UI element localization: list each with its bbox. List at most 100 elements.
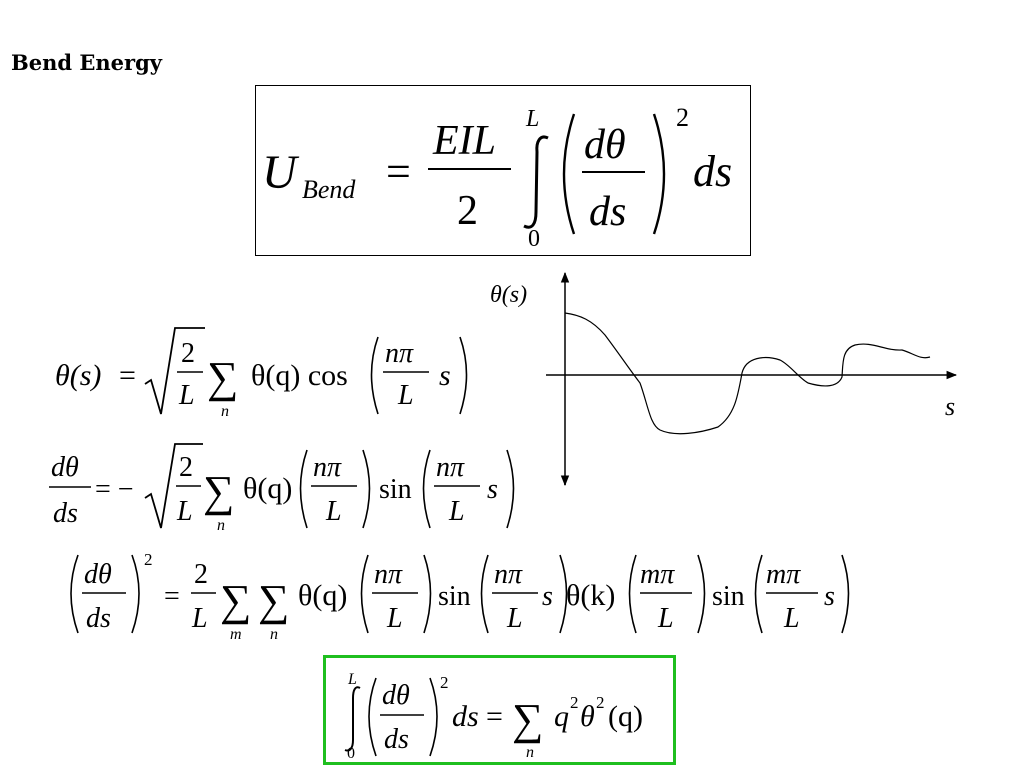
- eq3-p4l: [754, 554, 763, 634]
- eq2-rparen2: [506, 449, 515, 529]
- result-q: q: [554, 700, 569, 733]
- eq2-lhs-den: ds: [53, 498, 78, 529]
- u-symbol: U: [262, 146, 300, 199]
- eq1-sqrt: [144, 327, 205, 415]
- eq2-lhs-num: dθ: [51, 452, 79, 483]
- result-ds: ds: [384, 724, 409, 755]
- integral-sign: [523, 135, 549, 229]
- slide-title: Bend Energy: [11, 50, 162, 75]
- y-axis-label: θ(s): [490, 282, 527, 308]
- eq1-sqrt-num: 2: [181, 338, 195, 369]
- eq3-s2: s: [824, 581, 835, 612]
- theta-expansion-equation: θ(s) = 2 L ∑ n θ(q) cos nπ L s: [55, 322, 475, 422]
- eq3-p4r: [841, 554, 850, 634]
- eq2-frac1-num: nπ: [313, 452, 342, 483]
- result-arg: (q): [608, 700, 643, 733]
- squared-derivative-equation: dθ ds 2 = 2 L ∑ m ∑ n θ(q) nπ L sin nπ L…: [60, 547, 860, 647]
- eq3-f4-num: mπ: [766, 559, 801, 590]
- eq3-f3-num: mπ: [640, 559, 675, 590]
- result-q-power: 2: [570, 693, 579, 712]
- eq2-frac2-den: L: [448, 496, 465, 527]
- eq2-rparen1: [362, 449, 371, 529]
- eq3-equals: =: [164, 581, 180, 612]
- result-box: L 0 dθ ds 2 ds = ∑ n q 2 θ 2 (q): [323, 655, 676, 765]
- eq3-p2r: [559, 554, 568, 634]
- eq3-p2l: [480, 554, 489, 634]
- eq2-sum-sign: ∑: [203, 467, 234, 516]
- right-paren: [652, 113, 666, 235]
- eq2-equals: = −: [95, 474, 134, 505]
- integral-upper: L: [525, 106, 539, 132]
- eq1-sum-sign: ∑: [207, 353, 238, 402]
- eq2-lparen2: [422, 449, 431, 529]
- left-paren: [562, 113, 576, 235]
- eq2-body: θ(q): [243, 472, 292, 505]
- eq3-s1: s: [542, 581, 553, 612]
- result-equals: =: [486, 700, 503, 733]
- eq3-theta-q: θ(q): [298, 579, 347, 612]
- eq3-f2-num: nπ: [494, 559, 523, 590]
- numerator-eil: EIL: [432, 118, 496, 164]
- d-theta: dθ: [584, 122, 626, 168]
- result-dtheta: dθ: [382, 680, 410, 711]
- eq2-sum-sub: n: [217, 517, 225, 534]
- eq2-frac2-num: nπ: [436, 452, 465, 483]
- eq3-sum1-sign: ∑: [220, 576, 251, 625]
- eq1-body: θ(q) cos: [251, 359, 348, 392]
- eq1-lparen: [370, 336, 379, 415]
- result-theta-power: 2: [596, 693, 605, 712]
- eq2-lparen1: [299, 449, 308, 529]
- eq2-sqrt-den: L: [176, 496, 193, 527]
- eq3-sum2-sign: ∑: [258, 576, 289, 625]
- eq2-sqrt-num: 2: [179, 452, 193, 483]
- eq1-sum-sub: n: [221, 403, 229, 420]
- dtheta-ds-equation: dθ ds = − 2 L ∑ n θ(q) nπ L sin nπ L s: [45, 440, 525, 540]
- eq3-f4-den: L: [783, 603, 800, 634]
- eq1-frac-den: L: [397, 380, 414, 411]
- result-integral-lower: 0: [347, 745, 355, 762]
- eq2-frac1-den: L: [325, 496, 342, 527]
- eq1-frac-num: nπ: [385, 338, 414, 369]
- result-integral-upper: L: [347, 671, 357, 688]
- eq3-p3l: [628, 554, 637, 634]
- eq2-arg: s: [487, 474, 498, 505]
- result-integral-sign: [344, 686, 361, 752]
- eq3-f3-den: L: [657, 603, 674, 634]
- denominator-2: 2: [457, 188, 478, 234]
- result-tail-ds: ds: [452, 700, 479, 733]
- theta-plot-svg: θ(s) s: [490, 271, 958, 487]
- bend-energy-equation: U Bend = EIL 2 L 0 dθ ds 2 ds: [262, 103, 732, 252]
- eq1-equals: =: [119, 359, 136, 392]
- integral-lower: 0: [528, 226, 540, 252]
- eq3-f1-den: L: [386, 603, 403, 634]
- eq3-coef-num: 2: [194, 559, 208, 590]
- theta-plot: θ(s) s: [480, 265, 980, 495]
- eq3-p1r: [423, 554, 432, 634]
- eq1-arg: s: [439, 359, 451, 392]
- eq2-sin: sin: [379, 474, 412, 505]
- eq3-lhs-den: ds: [86, 603, 111, 634]
- bend-energy-box: U Bend = EIL 2 L 0 dθ ds 2 ds: [255, 85, 751, 256]
- eq3-lhs-lparen: [70, 554, 79, 634]
- theta-curve: [564, 312, 931, 435]
- eq3-lhs-num: dθ: [84, 559, 112, 590]
- eq1-svg: θ(s) = 2 L ∑ n θ(q) cos nπ L s: [55, 327, 468, 420]
- eq3-p3r: [697, 554, 706, 634]
- equals-sign: =: [386, 147, 411, 196]
- result-lparen: [368, 677, 377, 757]
- result-power: 2: [440, 673, 449, 692]
- eq3-sum2-sub: n: [270, 626, 278, 643]
- eq3-sum1-sub: m: [230, 626, 242, 643]
- eq3-svg: dθ ds 2 = 2 L ∑ m ∑ n θ(q) nπ L sin nπ L…: [70, 550, 850, 643]
- ds-denominator: ds: [589, 189, 626, 235]
- eq3-f1-num: nπ: [374, 559, 403, 590]
- eq3-power: 2: [144, 550, 153, 569]
- eq1-rparen: [459, 336, 468, 415]
- result-equation: L 0 dθ ds 2 ds = ∑ n q 2 θ 2 (q): [344, 671, 643, 762]
- eq2-sqrt: [144, 443, 203, 529]
- result-rparen: [429, 677, 438, 757]
- eq3-theta-k: θ(k): [566, 579, 615, 612]
- bend-subscript: Bend: [302, 175, 356, 204]
- eq3-sin2: sin: [712, 581, 745, 612]
- eq1-sqrt-den: L: [178, 380, 195, 411]
